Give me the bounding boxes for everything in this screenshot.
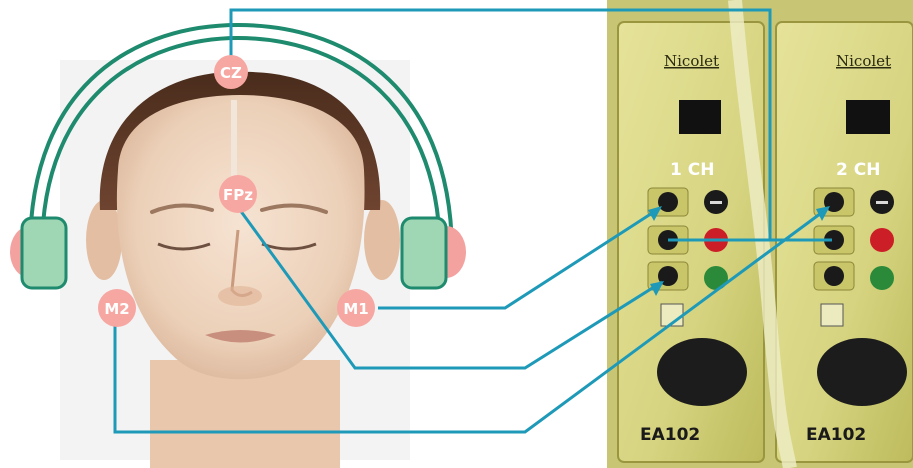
- amplifier-photo: Nicolet Nicolet 1 CH 2 CH EA102: [607, 0, 913, 468]
- channel-label-2: 2 CH: [836, 160, 880, 180]
- electrode-fpz-label: FPz: [223, 186, 253, 204]
- electrode-m1-label: M1: [343, 300, 368, 318]
- jack-2-red: [870, 228, 894, 252]
- electrode-fpz: FPz: [219, 175, 257, 213]
- electrode-m2: M2: [98, 289, 136, 327]
- switch-right: [846, 100, 890, 134]
- connector-right: [817, 338, 907, 406]
- electrode-m2-label: M2: [104, 300, 129, 318]
- brand-right: Nicolet: [836, 52, 891, 70]
- electrode-cz: CZ: [214, 55, 248, 89]
- model-right: EA102: [806, 425, 866, 445]
- jack-2-ground: [824, 266, 844, 286]
- headphone-cup-left: [22, 218, 66, 288]
- connector-left: [657, 338, 747, 406]
- channel-label-1: 1 CH: [670, 160, 714, 180]
- jack-2-green: [870, 266, 894, 290]
- headphone-cup-right: [402, 218, 446, 288]
- switch-left: [679, 100, 721, 134]
- electrode-cz-label: CZ: [220, 64, 242, 82]
- electrode-m1: M1: [337, 289, 375, 327]
- model-left: EA102: [640, 425, 700, 445]
- jack-1-plus: [658, 192, 678, 212]
- face-illustration: [60, 60, 410, 468]
- brand-left: Nicolet: [664, 52, 719, 70]
